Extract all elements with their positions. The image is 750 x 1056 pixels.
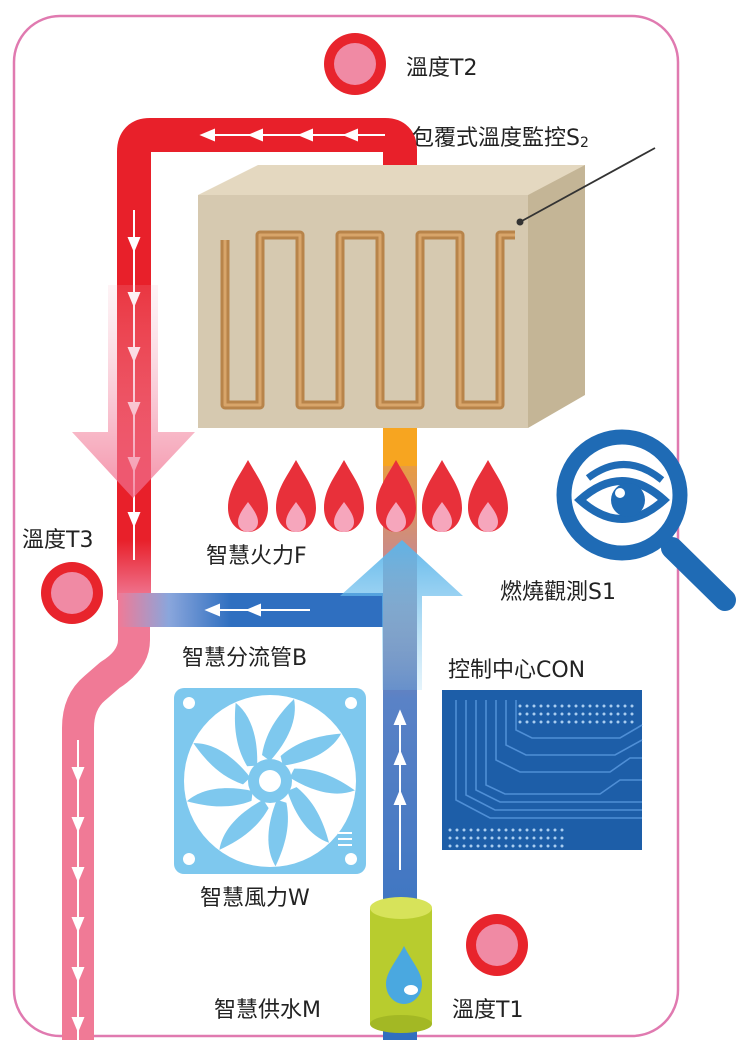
downflow-arrow <box>72 285 195 498</box>
label-s2-subscript: 2 <box>579 135 589 151</box>
label-temp-t3: 溫度T3 <box>22 528 94 553</box>
label-temp-t1: 溫度T1 <box>452 998 524 1023</box>
label-wrap-temp-monitor-s2: 包覆式溫度監控S2 <box>412 126 589 151</box>
magnifier-eye-icon <box>556 429 736 611</box>
label-control-center: 控制中心CON <box>448 658 586 683</box>
bypass-arrows <box>204 603 310 617</box>
label-wrap-temp-monitor: 包覆式溫度監控S <box>412 126 580 151</box>
flame-icon <box>228 460 268 532</box>
riser-arrows <box>393 709 407 870</box>
sensor-t2-icon <box>324 33 386 95</box>
label-smart-water-supply: 智慧供水M <box>214 998 321 1023</box>
label-smart-bypass: 智慧分流管B <box>182 646 308 671</box>
label-combustion-observe: 燃燒觀測S1 <box>500 580 616 605</box>
flame-icon <box>468 460 508 532</box>
warm-down-arrows <box>71 740 85 1040</box>
heat-exchanger <box>198 165 585 428</box>
control-board-icon <box>442 690 643 850</box>
flame-icon <box>324 460 364 532</box>
flame-icon <box>276 460 316 532</box>
s2-leader-dot <box>516 218 524 226</box>
water-tank-icon <box>370 897 432 1033</box>
label-smart-fire: 智慧火力F <box>206 544 307 569</box>
flame-icon <box>376 460 416 532</box>
riser-top-orange <box>383 426 417 466</box>
warm-outlet-pipe <box>62 598 150 1040</box>
hot-pipe-arrows <box>199 128 385 142</box>
sensor-t1-icon <box>466 914 528 976</box>
label-smart-wind: 智慧風力W <box>200 886 310 911</box>
sensor-t3-icon <box>41 562 103 624</box>
flame-icon <box>422 460 462 532</box>
fan-icon <box>174 688 366 874</box>
flames <box>228 460 508 532</box>
upflow-arrow <box>340 540 463 690</box>
s2-leader-line <box>519 147 656 223</box>
label-temp-t2: 溫度T2 <box>406 56 478 81</box>
